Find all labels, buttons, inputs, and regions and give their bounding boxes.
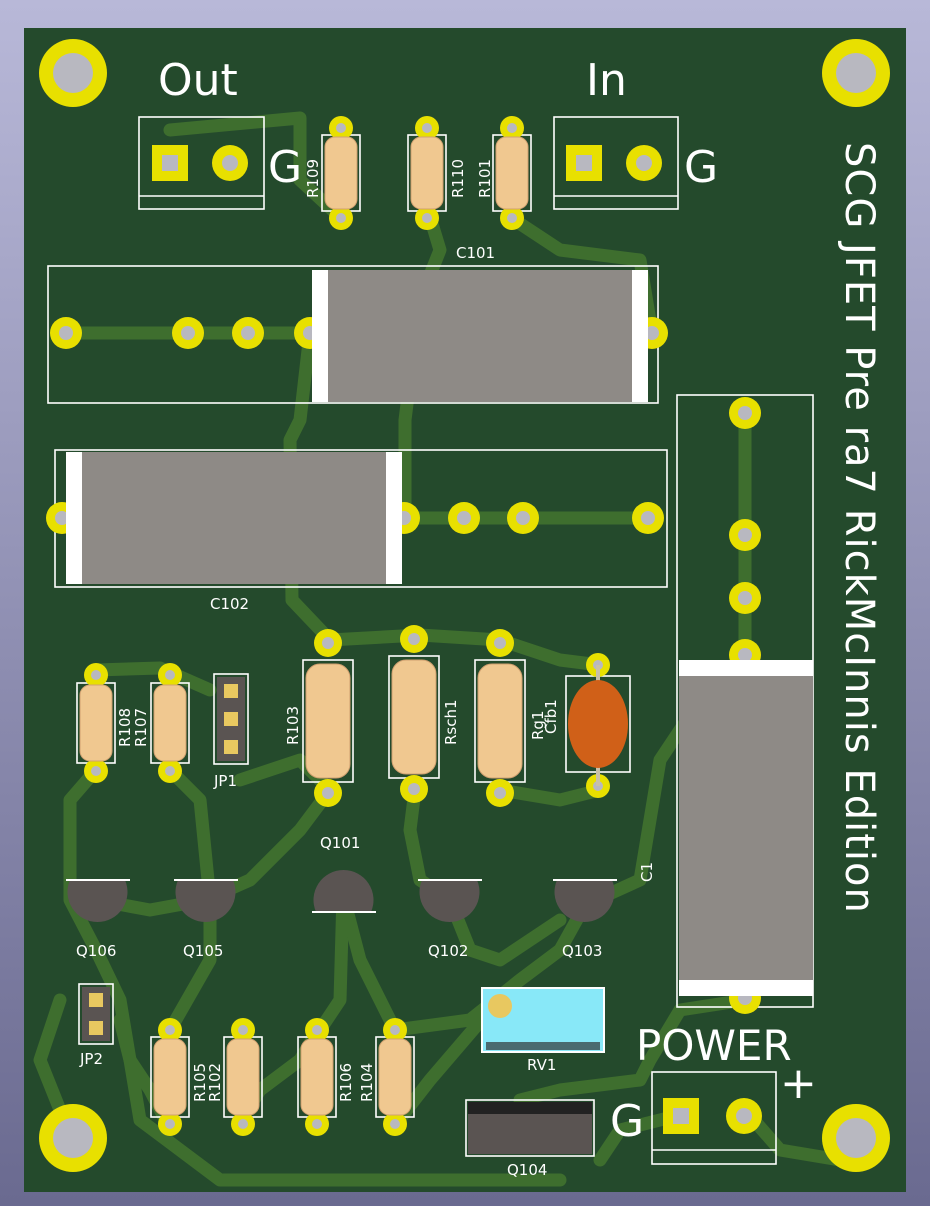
- resistor-r109: [321, 116, 361, 230]
- label-r108: R108: [116, 708, 134, 747]
- resistor-r108: [76, 663, 116, 783]
- label-q103: Q103: [562, 942, 602, 960]
- resistor-r107: [150, 663, 190, 783]
- label-jp2: JP2: [79, 1050, 103, 1068]
- in-ground-label: G: [684, 142, 718, 193]
- out-ground-label: G: [268, 142, 302, 193]
- resistor-r105: [150, 1018, 190, 1136]
- in-label: In: [586, 55, 627, 106]
- resistor-r110: [407, 116, 447, 230]
- jumper-jp1: [213, 673, 249, 765]
- transistor-q102: [418, 879, 482, 922]
- label-rg1: Rg1: [529, 711, 547, 741]
- resistor-rsch1: [388, 625, 440, 803]
- trimmer-rv1: [481, 987, 605, 1053]
- label-rv1: RV1: [527, 1056, 556, 1074]
- transistor-q105: [174, 879, 238, 922]
- transistor-q103: [553, 879, 617, 922]
- label-c101: C101: [456, 244, 495, 262]
- capacitor-c101: [47, 265, 668, 404]
- label-r109: R109: [304, 159, 322, 198]
- resistor-r104: [375, 1018, 415, 1136]
- label-q101: Q101: [320, 834, 360, 852]
- capacitor-c102: [46, 449, 668, 588]
- silkscreen-labels: Out In G G POWER + G SCG JFET Pre ra7 Ri…: [76, 55, 882, 1179]
- resistor-rg1: [474, 629, 526, 807]
- resistor-r106: [297, 1018, 337, 1136]
- label-rsch1: Rsch1: [442, 699, 460, 745]
- label-r105: R105: [191, 1063, 209, 1102]
- label-r107: R107: [132, 708, 150, 747]
- label-jp1: JP1: [213, 772, 237, 790]
- label-r106: R106: [337, 1063, 355, 1102]
- label-c102: C102: [210, 595, 249, 613]
- label-q104: Q104: [507, 1161, 547, 1179]
- resistor-r101: [492, 116, 532, 230]
- power-connector: [651, 1071, 777, 1165]
- label-r101: R101: [476, 159, 494, 198]
- label-q105: Q105: [183, 942, 223, 960]
- label-q102: Q102: [428, 942, 468, 960]
- power-ground-label: G: [610, 1096, 644, 1147]
- capacitor-c1: [676, 394, 814, 1014]
- capacitor-cfb1: [565, 653, 631, 798]
- mounting-holes: [39, 39, 890, 1172]
- label-r103: R103: [284, 706, 302, 745]
- in-connector: [553, 116, 679, 210]
- power-plus-label: +: [780, 1058, 817, 1109]
- label-r102: R102: [206, 1063, 224, 1102]
- transistor-q101: [312, 870, 376, 913]
- resistor-r103: [302, 629, 354, 807]
- label-c1: C1: [638, 862, 656, 882]
- transistors: [66, 870, 617, 922]
- regulator-q104: [465, 1099, 595, 1157]
- jumper-jp2: [78, 983, 114, 1045]
- power-label: POWER: [636, 1021, 792, 1070]
- label-cfb1: Cfb1: [542, 699, 560, 734]
- board-title: SCG JFET Pre ra7 RickMcInnis Edition: [836, 142, 882, 914]
- resistor-r102: [223, 1018, 263, 1136]
- transistor-q106: [66, 879, 130, 922]
- label-q106: Q106: [76, 942, 116, 960]
- label-r104: R104: [358, 1063, 376, 1102]
- label-r110: R110: [449, 159, 467, 198]
- out-label: Out: [158, 55, 238, 106]
- out-connector: [138, 116, 265, 210]
